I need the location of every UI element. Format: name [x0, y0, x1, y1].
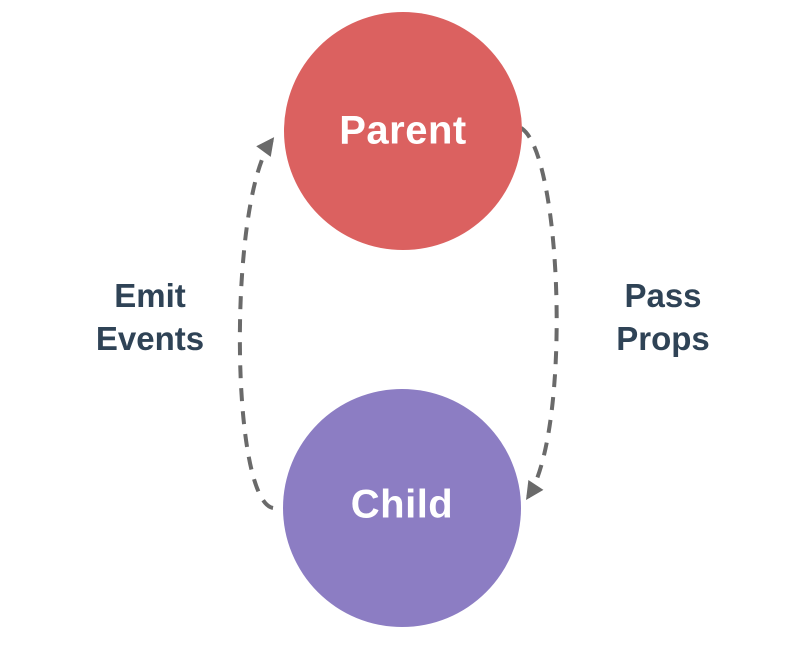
child-node — [283, 389, 521, 627]
emit-events-label: Emit Events — [96, 274, 204, 360]
pass-props-label-line-2: Props — [616, 320, 710, 357]
parent-node-label: Parent — [339, 108, 467, 153]
pass-props-label-line-1: Pass — [624, 277, 702, 314]
emit-events-arrow — [237, 137, 275, 510]
pass-props-arrow — [519, 126, 559, 501]
pass-props-label: Pass Props — [616, 274, 710, 360]
parent-node — [284, 12, 522, 250]
emit-events-label-line-2: Events — [95, 320, 205, 357]
emit-events-label-line-1: Emit — [114, 277, 186, 314]
child-node-label: Child — [350, 482, 454, 527]
